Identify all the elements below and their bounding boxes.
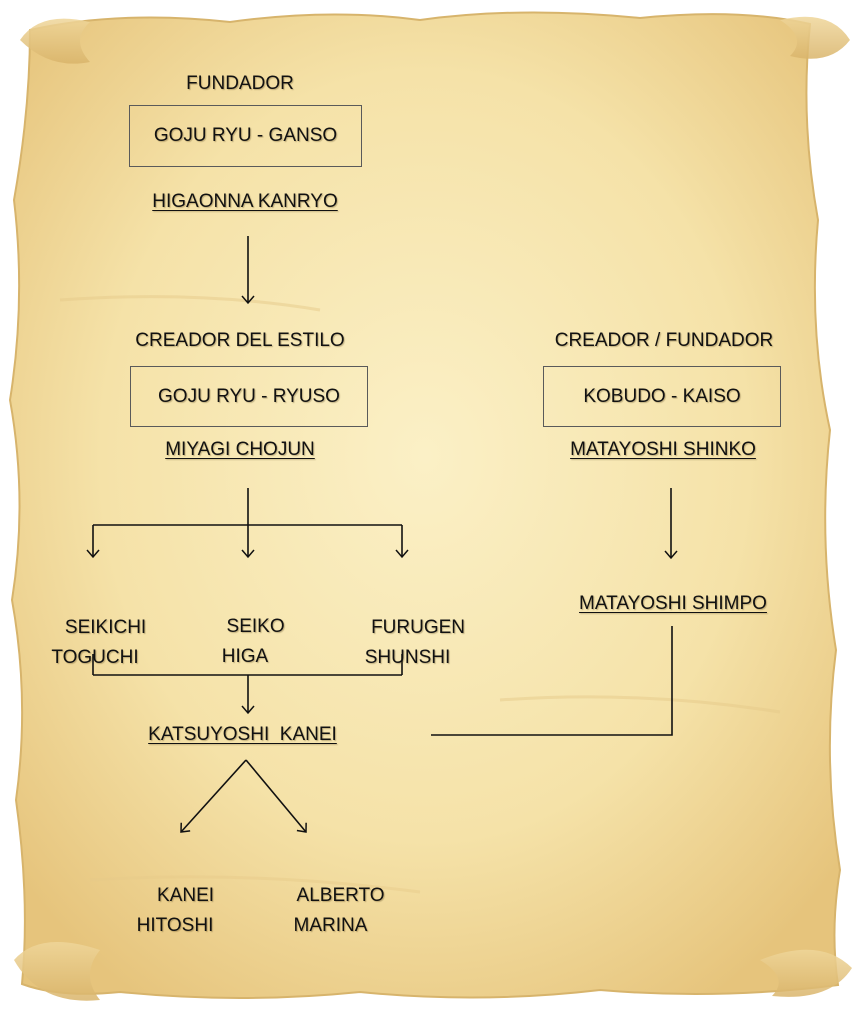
student-alberto-line2: MARINA <box>293 915 368 936</box>
matayoshi-shimpo-name: MATAYOSHI SHIMPO <box>579 593 767 614</box>
katsuyoshi-kanei-name: KATSUYOSHI KANEI <box>148 724 337 745</box>
higaonna-kanryo-name: HIGAONNA KANRYO <box>152 191 338 212</box>
student-alberto-line1: ALBERTO <box>296 885 385 906</box>
matayoshi-shinko-name: MATAYOSHI SHINKO <box>570 439 756 460</box>
parchment-sheet <box>8 11 842 999</box>
scroll-wrinkle <box>59 295 321 312</box>
scroll-wrinkle <box>89 875 421 894</box>
disciple-toguchi: SEIKICHI TOGUCHI <box>35 583 155 703</box>
scroll-curl-bottom-right <box>760 949 852 997</box>
miyagi-chojun-name: MIYAGI CHOJUN <box>165 439 315 460</box>
student-kanei-hitoshi: KANEI HITOSHI <box>115 851 235 971</box>
student-kanei-line1: KANEI <box>157 885 215 906</box>
goju-ryuso-box: GOJU RYU - RYUSO <box>130 366 368 427</box>
disciple-higa: SEIKO HIGA <box>195 582 295 702</box>
disciple-furugen: FURUGEN SHUNSHI <box>340 583 475 703</box>
student-alberto-marina: ALBERTO MARINA <box>268 851 393 971</box>
disciple-toguchi-line2: TOGUCHI <box>51 647 139 668</box>
disciple-furugen-line1: FURUGEN <box>371 617 466 638</box>
student-kanei-line2: HITOSHI <box>136 915 214 936</box>
disciple-toguchi-line1: SEIKICHI <box>64 617 147 638</box>
disciple-higa-line2: HIGA <box>221 646 269 667</box>
creator-heading: CREADOR DEL ESTILO <box>135 330 345 351</box>
goju-ganso-box: GOJU RYU - GANSO <box>129 105 362 167</box>
scroll-curl-top <box>20 18 90 64</box>
kobudo-kaiso-box: KOBUDO - KAISO <box>543 366 781 427</box>
disciple-higa-line1: SEIKO <box>226 616 285 637</box>
scroll-curl-bottom <box>14 942 100 1001</box>
scroll-curl-top-right <box>780 16 850 59</box>
founder-heading: FUNDADOR <box>186 73 294 94</box>
kobudo-heading: CREADOR / FUNDADOR <box>554 330 774 351</box>
disciple-furugen-line2: SHUNSHI <box>364 647 451 668</box>
